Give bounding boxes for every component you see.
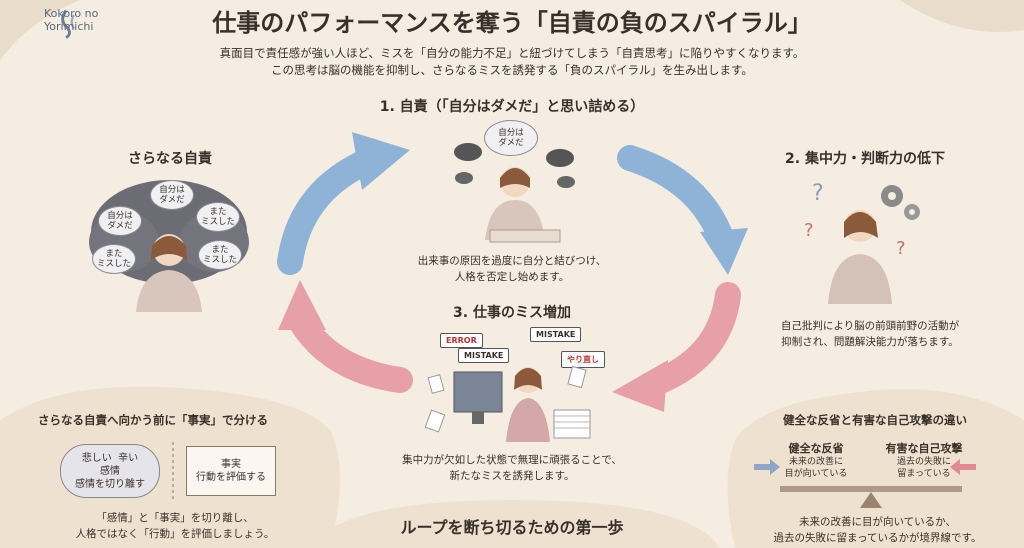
healthy-desc-2: 目が向いている bbox=[784, 469, 848, 479]
harmful-title: 有害な自己攻撃 bbox=[885, 442, 963, 455]
arrow-to-step2-head bbox=[700, 228, 748, 275]
more-blame-bubble-1: 自分はダメだ bbox=[150, 180, 194, 210]
arrow-to-step1 bbox=[277, 147, 383, 275]
more-blame-bubble-4-line-1: また bbox=[105, 249, 123, 259]
feelings-action: 感情を切り離す bbox=[75, 478, 145, 490]
scale-fulcrum-icon bbox=[860, 492, 882, 508]
right-panel-caption: 未来の改善に目が向いているか、 過去の失敗に留まっているかが境界線です。 bbox=[735, 514, 1020, 546]
feelings-label: 感情 bbox=[100, 465, 120, 477]
step1-bubble-line-2: ダメだ bbox=[498, 138, 524, 148]
feelings-box: 悲しい 辛い 感情 感情を切り離す bbox=[60, 444, 160, 498]
step2-caption: 自己批判により脳の前頭前野の活動が 抑制され、問題解決能力が落ちます。 bbox=[755, 318, 985, 350]
left-panel-heading: さらなる自責へ向かう前に「事実」で分ける bbox=[38, 413, 268, 427]
brand-logo-icon bbox=[61, 9, 75, 39]
left-panel-caption: 「感情」と「事実」を切り離し、 人格ではなく「行動」を評価しましょう。 bbox=[40, 510, 310, 542]
subtitle-line-1: 真面目で責任感が強い人ほど、ミスを「自分の能力不足」と紐づけてしまう「自責思考」… bbox=[219, 46, 805, 60]
left-panel-caption-line-1: 「感情」と「事実」を切り離し、 bbox=[96, 512, 254, 524]
step1-heading: 1. 自責（「自分はダメだ」と思い詰める） bbox=[379, 99, 645, 115]
more-blame-bubble-3-line-1: また bbox=[209, 207, 227, 217]
bottom-title: ループを断ち切るための第一歩 bbox=[400, 518, 624, 537]
mistake-tag-2: MISTAKE bbox=[530, 327, 582, 342]
balance-scale bbox=[754, 459, 976, 508]
more-blame-bubble-2: 自分はダメだ bbox=[98, 206, 142, 236]
svg-text:?: ? bbox=[896, 238, 906, 259]
brand-line-2: Yorimichi bbox=[44, 20, 94, 33]
healthy-desc-1: 未来の改善に bbox=[788, 457, 843, 467]
more-blame-bubble-5-line-2: ミスした bbox=[202, 255, 237, 265]
step3-heading: 3. 仕事のミス増加 bbox=[453, 305, 571, 321]
more-blame-bubble-1-line-2: ダメだ bbox=[159, 195, 185, 205]
more-blame-bubble-4: またミスした bbox=[92, 244, 136, 274]
harmful-desc-2: 留まっている bbox=[897, 469, 951, 479]
arrow-to-more-blame-head bbox=[278, 280, 326, 330]
arrow-to-step2 bbox=[617, 145, 735, 253]
svg-text:?: ? bbox=[804, 220, 814, 241]
more-blame-bubble-2-line-2: ダメだ bbox=[107, 221, 133, 231]
left-panel-caption-line-2: 人格ではなく「行動」を評価しましょう。 bbox=[75, 528, 275, 540]
step1-illustration bbox=[454, 143, 575, 243]
more-blame-bubble-5: またミスした bbox=[198, 240, 242, 270]
step1-bubble-line-1: 自分は bbox=[498, 128, 524, 138]
divider-line bbox=[172, 442, 174, 502]
more-blame-bubble-4-line-2: ミスした bbox=[96, 259, 131, 269]
svg-text:?: ? bbox=[812, 181, 824, 206]
more-blame-bubble-2-line-1: 自分は bbox=[107, 211, 133, 221]
feeling-hard: 辛い bbox=[118, 452, 139, 464]
step3-caption-line-1: 集中力が欠如した状態で無理に頑張ることで、 bbox=[402, 454, 622, 466]
right-panel-heading: 健全な反省と有害な自己攻撃の違い bbox=[783, 413, 967, 427]
step3-illustration bbox=[424, 365, 591, 442]
step2-caption-line-2: 抑制され、問題解決能力が落ちます。 bbox=[781, 336, 959, 348]
harmful-attack: 有害な自己攻撃 過去の失敗に 留まっている bbox=[872, 440, 976, 480]
step1-caption: 出来事の原因を過度に自分と結びつけ、 人格を否定し始めます。 bbox=[400, 253, 624, 285]
step3-caption-line-2: 新たなミスを誘発します。 bbox=[449, 470, 575, 482]
facts-action: 行動を評価する bbox=[196, 472, 266, 483]
error-tag: ERROR bbox=[440, 333, 483, 348]
page-title: 仕事のパフォーマンスを奪う「自責の負のスパイラル」 bbox=[212, 9, 812, 37]
brand-line-1: Kokoro no bbox=[44, 7, 99, 20]
step2-heading: 2. 集中力・判断力の低下 bbox=[785, 151, 945, 167]
healthy-title: 健全な反省 bbox=[788, 442, 844, 455]
right-panel-caption-line-1: 未来の改善に目が向いているか、 bbox=[799, 516, 956, 528]
more-blame-bubble-3-line-2: ミスした bbox=[200, 217, 235, 227]
subtitle-line-2: この思考は脳の機能を抑制し、さらなるミスを誘発する「負のスパイラル」を生み出しま… bbox=[271, 63, 753, 77]
more-blame-heading: さらなる自責 bbox=[128, 151, 212, 167]
arrow-right-icon bbox=[754, 459, 780, 475]
healthy-reflection: 健全な反省 未来の改善に 目が向いている bbox=[768, 440, 864, 480]
more-blame-bubble-5-line-1: また bbox=[211, 245, 229, 255]
arrow-left-icon bbox=[950, 459, 976, 475]
arrow-to-step1-head bbox=[352, 132, 410, 190]
step1-caption-line-2: 人格を否定し始めます。 bbox=[454, 271, 570, 283]
step2-caption-line-1: 自己批判により脳の前頭前野の活動が bbox=[780, 320, 960, 332]
arrow-to-more-blame bbox=[287, 307, 413, 393]
step2-illustration: ? ? ? bbox=[804, 181, 920, 304]
facts-box: 事実 行動を評価する bbox=[186, 446, 276, 496]
redo-tag: やり直し bbox=[561, 351, 605, 368]
step1-thought-bubble: 自分はダメだ bbox=[484, 120, 538, 156]
right-panel-caption-line-2: 過去の失敗に留まっているかが境界線です。 bbox=[773, 532, 982, 544]
facts-label: 事実 bbox=[221, 459, 241, 470]
more-blame-bubble-1-line-1: 自分は bbox=[159, 185, 185, 195]
feeling-sad: 悲しい bbox=[81, 452, 112, 464]
more-blame-bubble-3: またミスした bbox=[196, 202, 240, 232]
page-subtitle: 真面目で責任感が強い人ほど、ミスを「自分の能力不足」と紐づけてしまう「自責思考」… bbox=[0, 45, 1024, 79]
step1-caption-line-1: 出来事の原因を過度に自分と結びつけ、 bbox=[417, 255, 607, 267]
computer-monitor-icon bbox=[453, 371, 503, 413]
harmful-desc-1: 過去の失敗に bbox=[896, 457, 951, 467]
step3-caption: 集中力が欠如した状態で無理に頑張ることで、 新たなミスを誘発します。 bbox=[392, 452, 632, 484]
brand-name: Kokoro no Yorimichi bbox=[44, 7, 98, 33]
arrow-to-step3-head bbox=[612, 360, 668, 412]
mistake-tag-1: MISTAKE bbox=[458, 348, 510, 363]
